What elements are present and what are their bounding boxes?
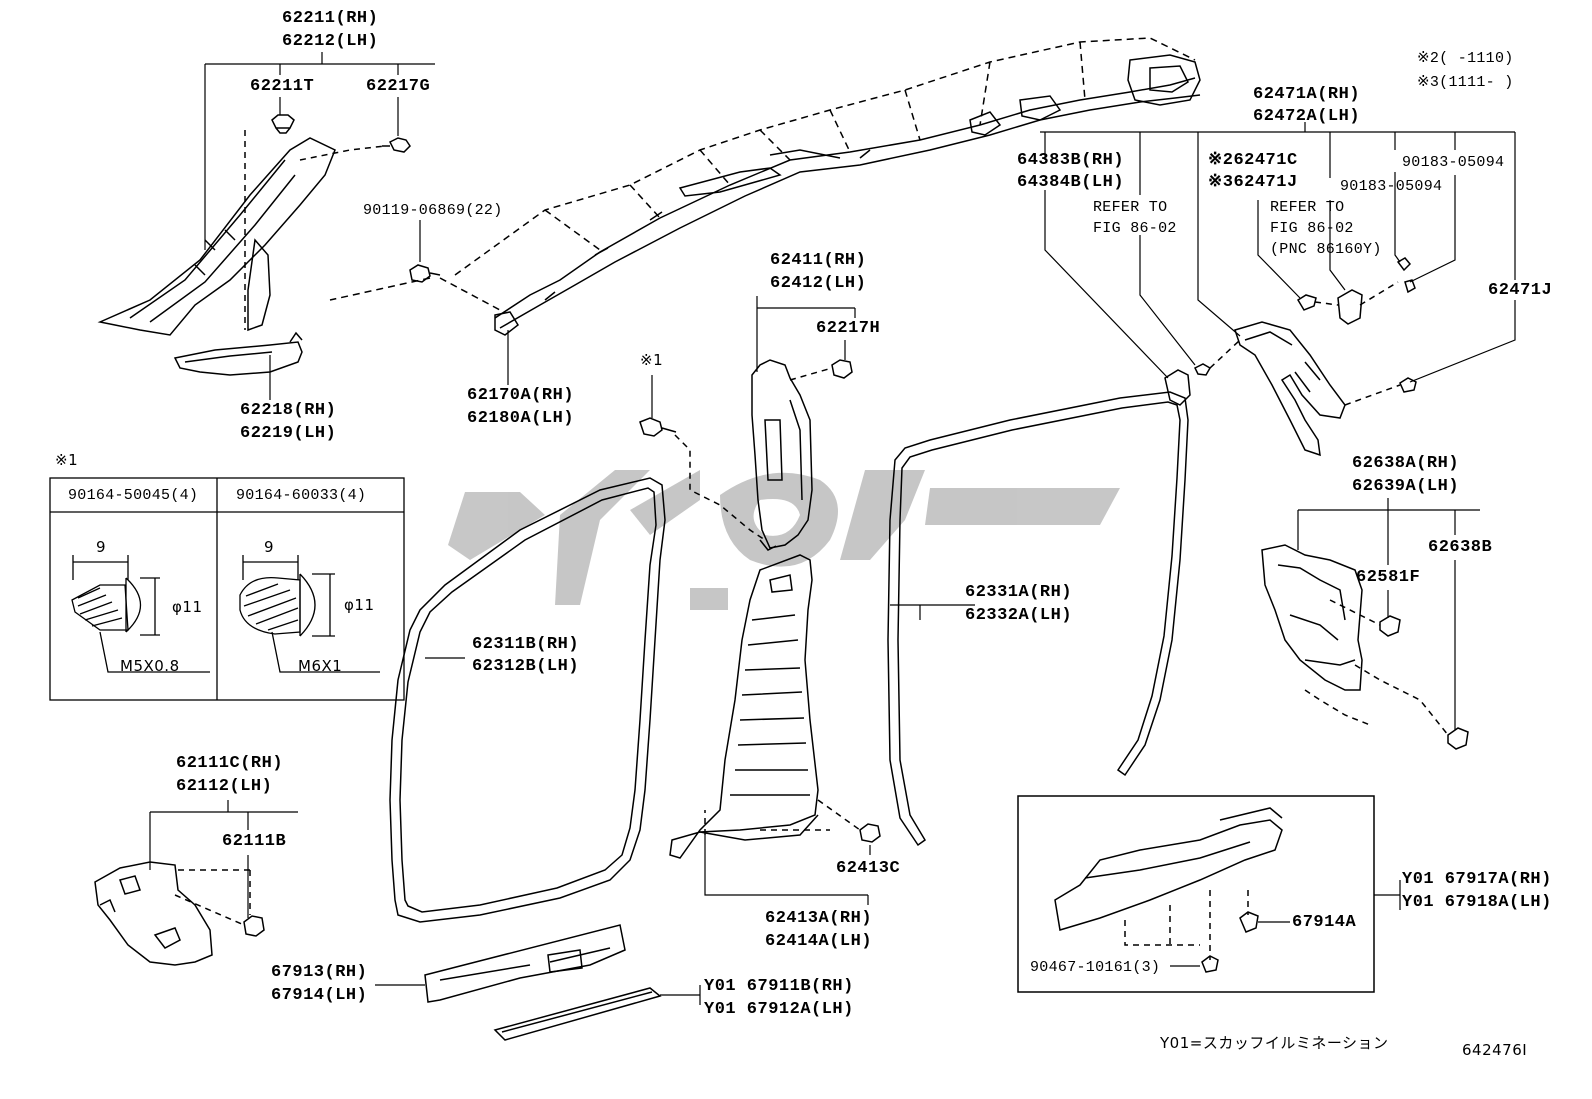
label-62639a-lh: 62639A(LH) bbox=[1352, 477, 1460, 496]
label-62413a-rh: 62413A(RH) bbox=[765, 909, 873, 928]
label-62112-lh: 62112(LH) bbox=[176, 777, 273, 796]
inset-thread-b: M6X1 bbox=[298, 657, 343, 675]
label-62180a-lh: 62180A(LH) bbox=[467, 409, 575, 428]
clip-67914A bbox=[1239, 911, 1259, 933]
label-62331a-rh: 62331A(RH) bbox=[965, 583, 1073, 602]
label-62111b: 62111B bbox=[222, 832, 287, 851]
label-refer-2b: FIG 86-02 bbox=[1270, 220, 1354, 237]
label-refer-1a: REFER TO bbox=[1093, 199, 1168, 216]
airbag-dashed-outline bbox=[329, 37, 1196, 311]
clip-62471J-top bbox=[1337, 289, 1363, 325]
label-62638a-rh: 62638A(RH) bbox=[1352, 454, 1460, 473]
label-62471a-rh: 62471A(RH) bbox=[1253, 85, 1361, 104]
clip-62581F bbox=[1379, 615, 1401, 637]
cowl-side-trim bbox=[94, 861, 213, 966]
hook-64383B bbox=[1164, 369, 1191, 406]
clip-62471J bbox=[1399, 377, 1417, 393]
screw-90467 bbox=[1201, 955, 1219, 973]
label-62170a-rh: 62170A(RH) bbox=[467, 386, 575, 405]
label-62211-rh: 62211(RH) bbox=[282, 9, 379, 28]
roof-rail-assembly bbox=[494, 54, 1201, 336]
label-67914a: 67914A bbox=[1292, 913, 1357, 932]
b-pillar-lower-garnish bbox=[669, 554, 819, 859]
label-67913-rh: 67913(RH) bbox=[271, 963, 368, 982]
front-door-weatherstrip bbox=[389, 477, 666, 923]
label-ref1: ※1 bbox=[640, 351, 664, 369]
note-2-range: ※2( -1110) bbox=[1417, 50, 1514, 67]
label-67914-lh: 67914(LH) bbox=[271, 986, 368, 1005]
label-62111c-rh: 62111C(RH) bbox=[176, 754, 284, 773]
label-90183-a: 90183-05094 bbox=[1402, 154, 1505, 171]
figure-number: 642476I bbox=[1462, 1041, 1528, 1059]
c-pillar-garnish bbox=[1234, 321, 1346, 457]
label-62212-lh: 62212(LH) bbox=[282, 32, 379, 51]
label-90183-b: 90183-05094 bbox=[1340, 178, 1443, 195]
front-scuff-plate bbox=[424, 924, 626, 1003]
rear-scuff-plate bbox=[1054, 807, 1283, 931]
scuff-illumination-plate bbox=[493, 987, 662, 1041]
leader-lines bbox=[149, 52, 1516, 1005]
label-62471j-note: ※362471J bbox=[1208, 173, 1298, 192]
inset-dim-9-a: 9 bbox=[96, 538, 107, 556]
label-62217g: 62217G bbox=[366, 77, 431, 96]
inset-thread-a: M5X0.8 bbox=[120, 657, 180, 675]
screw-refer bbox=[1193, 363, 1212, 376]
clip-62217G bbox=[382, 137, 411, 153]
label-62471j: 62471J bbox=[1488, 281, 1553, 300]
label-refer-2a: REFER TO bbox=[1270, 199, 1345, 216]
label-90119: 90119-06869(22) bbox=[363, 202, 503, 219]
bolt-90119 bbox=[409, 264, 441, 283]
label-refer-1b: FIG 86-02 bbox=[1093, 220, 1177, 237]
nut-90183 bbox=[1396, 257, 1416, 294]
label-refer-2c: (PNC 86160Y) bbox=[1270, 241, 1382, 258]
watermark-logo bbox=[448, 470, 1120, 610]
label-62218-rh: 62218(RH) bbox=[240, 401, 337, 420]
label-62414a-lh: 62414A(LH) bbox=[765, 932, 873, 951]
label-62312b-lh: 62312B(LH) bbox=[472, 657, 580, 676]
clip-62211T bbox=[271, 114, 295, 134]
inset-fastener-detail bbox=[49, 477, 405, 701]
a-pillar-garnish bbox=[97, 137, 336, 336]
label-62411-rh: 62411(RH) bbox=[770, 251, 867, 270]
clip-62471C bbox=[1296, 294, 1317, 311]
label-62332a-lh: 62332A(LH) bbox=[965, 606, 1073, 625]
label-62471c: ※262471C bbox=[1208, 151, 1298, 170]
label-y01-67917a: Y01 67917A(RH) bbox=[1402, 870, 1552, 889]
label-62219-lh: 62219(LH) bbox=[240, 424, 337, 443]
label-64384b-lh: 64384B(LH) bbox=[1017, 173, 1125, 192]
inset-phi-b: φ11 bbox=[344, 596, 375, 614]
label-62217h: 62217H bbox=[816, 319, 881, 338]
label-62412-lh: 62412(LH) bbox=[770, 274, 867, 293]
label-ref1-inset: ※1 bbox=[55, 451, 79, 469]
inset-col2-title: 90164-60033(4) bbox=[236, 487, 367, 504]
label-62413c: 62413C bbox=[836, 859, 901, 878]
label-y01-67918a: Y01 67918A(LH) bbox=[1402, 893, 1552, 912]
rear-door-weatherstrip bbox=[887, 391, 1189, 847]
label-62211t: 62211T bbox=[250, 77, 315, 96]
label-y01-67912a: Y01 67912A(LH) bbox=[704, 1000, 854, 1019]
label-64383b-rh: 64383B(RH) bbox=[1017, 151, 1125, 170]
inset-col1-title: 90164-50045(4) bbox=[68, 487, 199, 504]
inset-phi-a: φ11 bbox=[172, 598, 203, 616]
label-62472a-lh: 62472A(LH) bbox=[1253, 107, 1361, 126]
label-62311b-rh: 62311B(RH) bbox=[472, 635, 580, 654]
quarter-trim-upper bbox=[1261, 544, 1363, 691]
inset-dim-9-b: 9 bbox=[264, 538, 275, 556]
rear-scuff-box bbox=[1017, 795, 1375, 993]
label-62638b: 62638B bbox=[1428, 538, 1493, 557]
bolt-ref1 bbox=[639, 417, 677, 437]
label-90467: 90467-10161(3) bbox=[1030, 959, 1161, 976]
b-pillar-upper-garnish bbox=[751, 359, 813, 551]
clip-62638B bbox=[1447, 727, 1469, 750]
label-y01-67911b: Y01 67911B(RH) bbox=[704, 977, 854, 996]
clip-62413C bbox=[859, 823, 881, 843]
clip-62217H bbox=[831, 359, 853, 379]
legend-y01: Y01=スカッフイルミネーション bbox=[1160, 1034, 1389, 1052]
note-3-range: ※3(1111- ) bbox=[1417, 74, 1514, 91]
a-pillar-lower-trim bbox=[173, 331, 303, 376]
label-62581f: 62581F bbox=[1356, 568, 1421, 587]
clip-62111B bbox=[243, 915, 265, 937]
